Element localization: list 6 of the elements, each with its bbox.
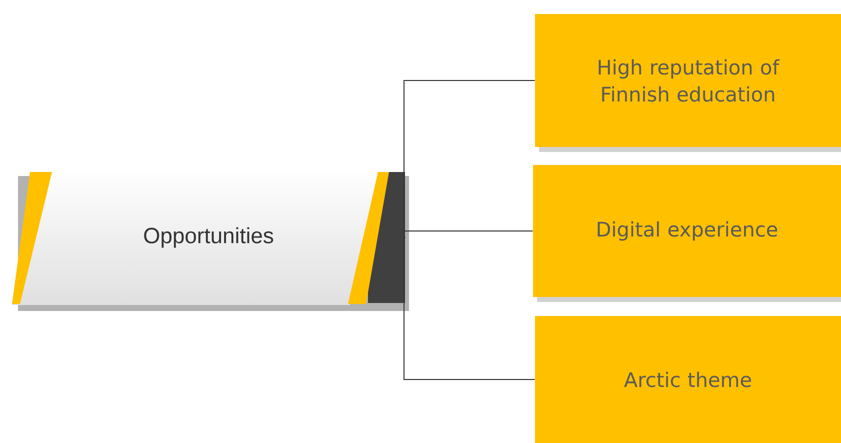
topic-box: Arctic theme xyxy=(535,316,841,443)
banner-box: Opportunities xyxy=(12,170,409,311)
topic-box: High reputation of Finnish education xyxy=(535,14,841,152)
topic-box: Digital experience xyxy=(533,164,841,302)
connector-line xyxy=(404,236,536,380)
connector-line xyxy=(404,230,534,238)
